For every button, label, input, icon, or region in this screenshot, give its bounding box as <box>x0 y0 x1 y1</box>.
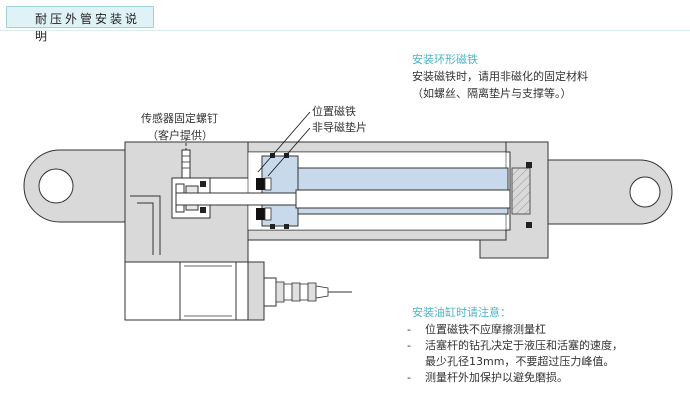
sensor-screw-sublabel: （客户提供） <box>147 129 213 142</box>
list-item: -测量杆外加保护以避免磨损。 <box>407 371 568 384</box>
title-bar: 耐压外管安装说明 <box>6 6 154 43</box>
sensor-fixing-screw <box>181 138 191 179</box>
magnet-note-line2: （如螺丝、隔离垫片与支撑等。） <box>412 87 572 100</box>
sensor-connector <box>263 277 352 307</box>
right-mounting-eye <box>547 159 673 225</box>
nonmagnetic-spacer-label: 非导磁垫片 <box>312 121 367 134</box>
cylinder-note-list: -位置磁铁不应摩擦测量杠 -活塞杆的钻孔决定于液压和活塞的速度， 最少孔径13m… <box>407 322 623 386</box>
list-item: -活塞杆的钻孔决定于液压和活塞的速度， <box>407 339 623 352</box>
nonmagnetic-spacer <box>264 177 272 221</box>
list-item: -位置磁铁不应摩擦测量杠 <box>407 323 546 336</box>
title-divider <box>0 30 690 31</box>
magnet-note-heading: 安装环形磁铁 <box>412 53 478 66</box>
page-title: 耐压外管安装说明 <box>35 12 141 43</box>
cylinder-note-heading: 安装油缸时请注意： <box>412 306 511 319</box>
magnet-note-line1: 安装磁铁时，请用非磁化的固定材料 <box>412 70 588 83</box>
sensor-housing <box>124 261 265 321</box>
measuring-rod <box>175 189 537 209</box>
position-magnet <box>256 178 265 220</box>
leader-lines <box>257 111 311 177</box>
position-magnet-label: 位置磁铁 <box>312 105 356 118</box>
sensor-screw-label: 传感器固定螺钉 <box>141 112 218 125</box>
left-mounting-eye <box>23 149 126 223</box>
rod-end-gland <box>479 141 549 259</box>
list-item: 最少孔径13mm，不要超过压力峰值。 <box>425 355 615 368</box>
